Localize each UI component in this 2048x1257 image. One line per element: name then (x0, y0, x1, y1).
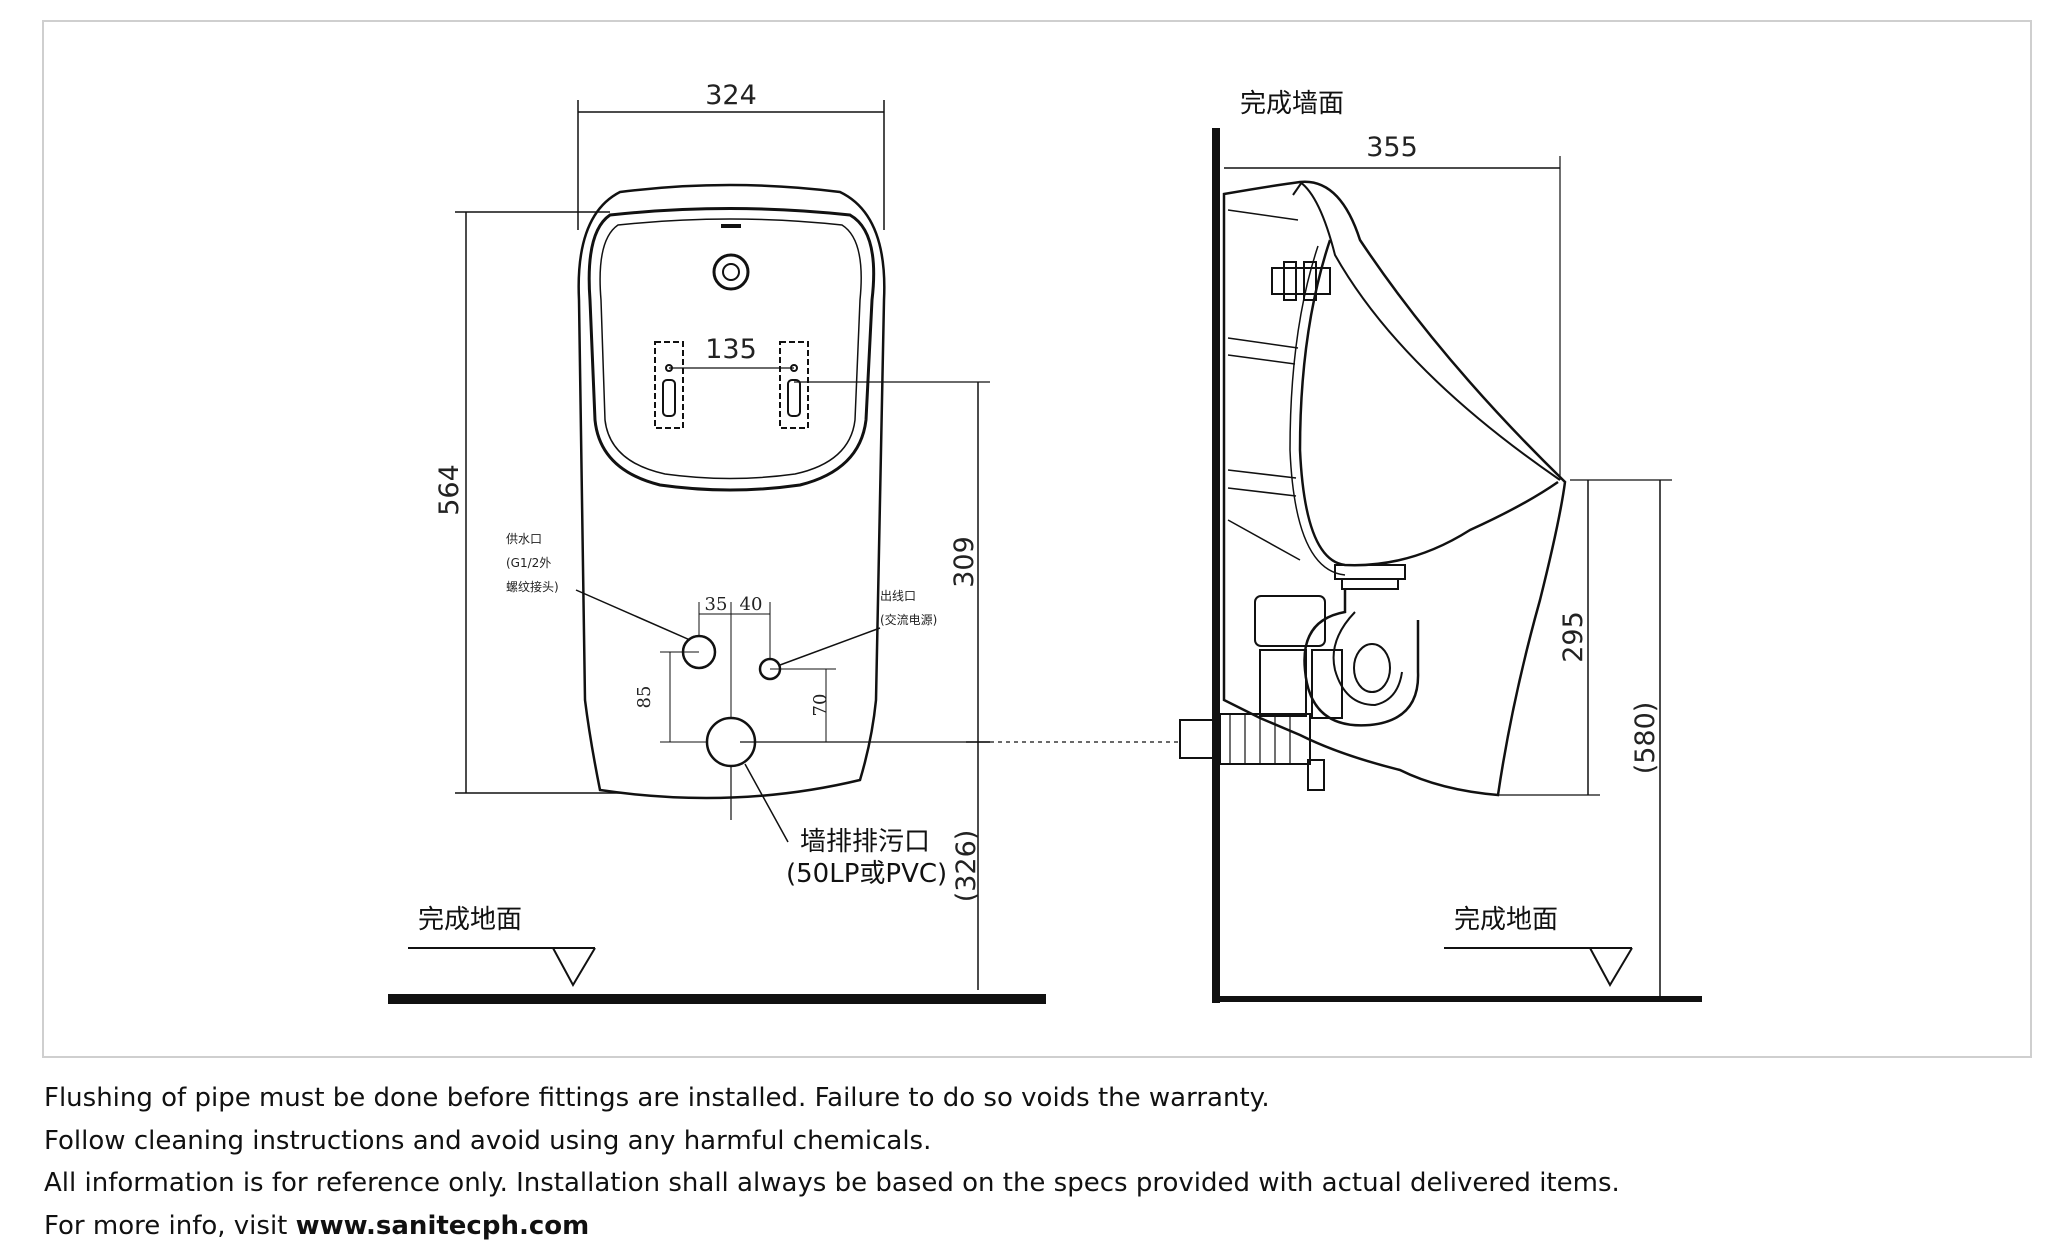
note-flushing: Flushing of pipe must be done before fit… (44, 1083, 1270, 1113)
water-inlet-label-2: (G1/2外 (506, 556, 551, 570)
urinal-front-outline (577, 183, 886, 800)
installation-notes: Flushing of pipe must be done before fit… (44, 1077, 1994, 1247)
side-floor-label: 完成地面 (1454, 905, 1558, 935)
sensor-window-left (654, 341, 684, 429)
note-reference: All information is for reference only. I… (44, 1168, 1620, 1198)
dim-floor-326: (326) (951, 830, 982, 903)
drawing-frame (42, 20, 2032, 1058)
front-floor-label: 完成地面 (418, 905, 522, 935)
note-more-info-prefix: For more info, visit (44, 1210, 296, 1241)
urinal-bowl-outline (587, 207, 876, 492)
power-outlet-label-2: (交流电源) (880, 612, 937, 627)
urinal-bowl-inner-rim (599, 218, 862, 480)
hanger-bolt (1271, 267, 1331, 295)
dim-width-324: 324 (705, 80, 757, 111)
dim-power-70: 70 (810, 694, 831, 717)
dim-power-40: 40 (740, 594, 763, 615)
dim-depth-355: 355 (1366, 132, 1418, 163)
drain-label: 墙排排污口 (800, 827, 930, 857)
dim-sensor-135: 135 (705, 334, 757, 365)
p-trap (1303, 589, 1420, 727)
power-outlet-label-1: 出线口 (880, 589, 916, 603)
sensor-window-right (779, 341, 809, 429)
technical-drawing: 324 564 135 309 (326) 35 40 85 70 供水口 (G… (388, 80, 1702, 1004)
website-link[interactable]: www.sanitecph.com (295, 1210, 590, 1241)
dim-inlet-85: 85 (634, 686, 655, 709)
valve-body (1254, 595, 1326, 647)
water-inlet-label-3: 螺纹接头) (506, 579, 559, 594)
side-view (990, 128, 1702, 1003)
dim-lip-580: (580) (1630, 702, 1661, 775)
drain-spec: (50LP或PVC) (786, 859, 947, 889)
outlet-flange (1334, 564, 1406, 580)
water-inlet-label-1: 供水口 (506, 532, 542, 546)
note-more-info: For more info, visit www.sanitecph.com (44, 1205, 1994, 1248)
dim-inlet-35: 35 (705, 594, 728, 615)
dim-lip-295: 295 (1558, 611, 1589, 663)
front-view (388, 100, 1046, 1004)
urinal-side-outline (1222, 180, 1567, 797)
dim-outlet-309: 309 (949, 536, 980, 588)
wall-label: 完成墙面 (1240, 89, 1344, 119)
drain-pipe (1219, 713, 1311, 765)
note-cleaning: Follow cleaning instructions and avoid u… (44, 1125, 932, 1156)
dim-height-564: 564 (434, 464, 465, 516)
flush-sensor (712, 253, 750, 291)
